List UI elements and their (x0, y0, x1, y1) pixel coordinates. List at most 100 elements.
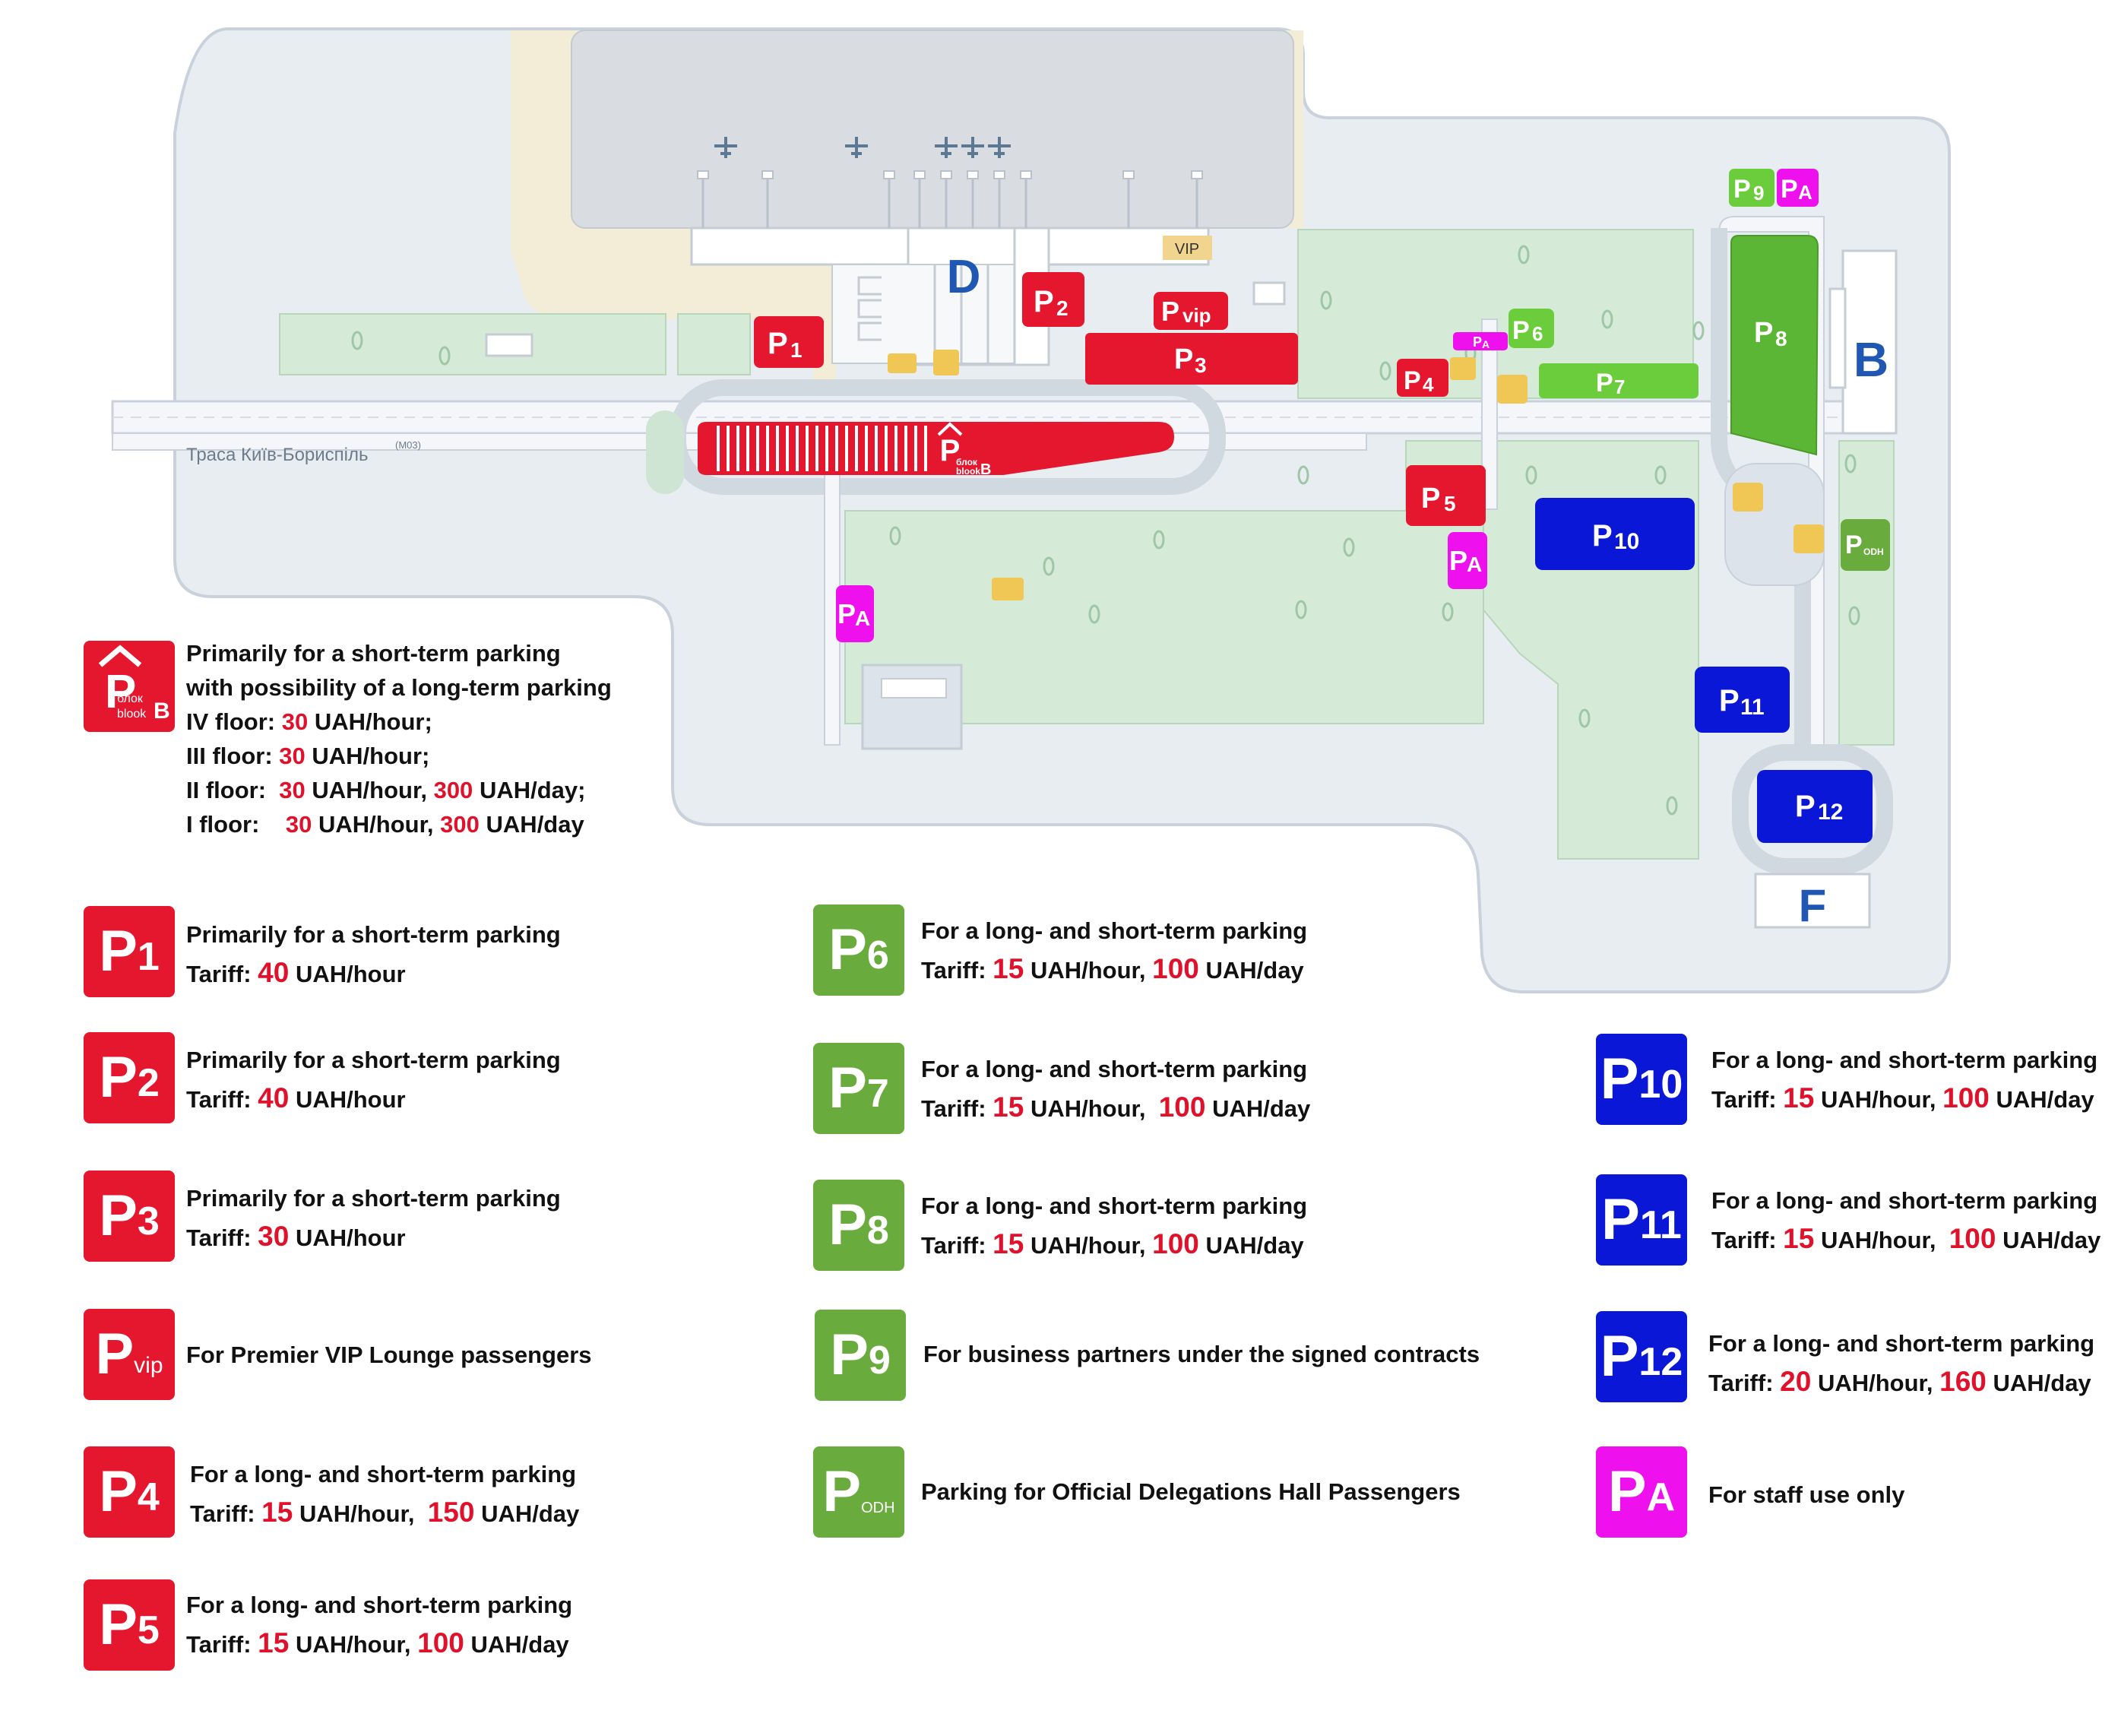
terminal-b-label: B (1854, 332, 1888, 387)
svg-text:P: P (1845, 531, 1863, 559)
shuttle-icon-east (1497, 375, 1528, 404)
svg-text:P: P (1795, 790, 1816, 823)
p12-loop-road (1732, 744, 1893, 875)
map-label-podh-sub: ODH (1863, 546, 1884, 557)
svg-text:P: P (1754, 317, 1773, 349)
legend-p1-text: Primarily for a short-term parking Tarif… (186, 921, 561, 988)
map-label-p7-num: 7 (1614, 375, 1625, 398)
bus-station-icon (888, 353, 917, 373)
svg-text:P: P (1719, 684, 1740, 718)
map-label-p12-num: 12 (1818, 800, 1843, 825)
map-label-pa-top[interactable]: P A (1777, 169, 1819, 207)
block-b-stripes (717, 426, 927, 471)
map-label-p11-num: 11 (1740, 695, 1765, 720)
shuttle-icon-south (1793, 524, 1824, 553)
map-label-p3-num: 3 (1195, 353, 1207, 377)
map-label-p11[interactable]: P 11 (1695, 667, 1790, 733)
legend-pa-text: For staff use only (1708, 1481, 1905, 1508)
map-label-p10[interactable]: P 10 (1535, 498, 1695, 570)
legend-p7-text: For a long- and short-term parking Tarif… (921, 1056, 1311, 1123)
airport-parking-map: D VIP B F (111, 27, 1951, 993)
map-label-p5[interactable]: P 5 (1406, 465, 1486, 526)
hotel-icon (1450, 357, 1476, 380)
svg-text:P: P (1592, 519, 1613, 553)
map-label-p2[interactable]: P 2 (1022, 272, 1084, 327)
legend-pvip-text: For Premier VIP Lounge passengers (186, 1342, 592, 1368)
map-label-pvip[interactable]: P vip (1154, 292, 1228, 330)
legend-p5-text: For a long- and short-term parking Tarif… (186, 1592, 573, 1658)
map-label-p1[interactable]: P 1 (754, 316, 824, 368)
map-label-podh[interactable]: P ODH (1841, 519, 1890, 571)
map-label-pa-left-sub: A (855, 607, 870, 630)
map-label-p1-num: 1 (790, 338, 803, 362)
map-label-p4-num: 4 (1423, 373, 1434, 396)
block-b-line2: with possibility of a long-term parking (186, 674, 612, 701)
shuttle-icon (933, 350, 959, 375)
legend-p4-text: For a long- and short-term parking Tarif… (190, 1461, 580, 1528)
road-label: Траса Київ-Бориспіль (186, 445, 369, 465)
legend-p6-text: For a long- and short-term parking Tarif… (921, 917, 1308, 984)
map-label-p3: P 3 (1174, 344, 1207, 377)
taxi-icon (992, 578, 1024, 600)
p7-lot[interactable] (1539, 363, 1699, 398)
green-zone-left2 (677, 313, 751, 375)
map-label-p9[interactable]: P 9 (1729, 169, 1774, 207)
map-label-pa-small-sub: A (1482, 338, 1490, 350)
block-b-floor1: I floor: 30 UAH/hour, 300 UAH/day (186, 811, 584, 838)
svg-text:P: P (1781, 175, 1798, 204)
map-label-pa-top-sub: A (1798, 181, 1812, 204)
legend-p12-text: For a long- and short-term parking Tarif… (1708, 1330, 2095, 1397)
block-b-description: Primarily for a short-term parking with … (186, 636, 612, 841)
map-label-p6[interactable]: P 6 (1509, 309, 1554, 348)
map-label-pa-small[interactable]: P A (1453, 332, 1508, 350)
terminal-b (1828, 249, 1898, 435)
map-label-p4[interactable]: P 4 (1397, 359, 1448, 397)
svg-text:P: P (1174, 344, 1193, 375)
svg-text:P: P (837, 598, 856, 629)
map-label-p9-num: 9 (1753, 182, 1764, 204)
svg-text:P: P (1161, 296, 1179, 327)
terminal-f-label: F (1799, 880, 1827, 931)
legend-block-b-line2: blook (117, 708, 147, 721)
aircraft-icons (714, 137, 1011, 158)
map-label-p8-num: 8 (1775, 327, 1787, 350)
legend-block-b-line1: блок (117, 692, 143, 705)
p3-lot[interactable] (1085, 333, 1298, 385)
bus-icon (1733, 483, 1763, 512)
block-b-map-line2: blook (956, 466, 980, 477)
block-b-map-badge: P B блок blook (937, 422, 991, 478)
svg-text:P: P (940, 434, 961, 467)
service-icons (888, 350, 1824, 600)
map-label-pvip-sub: vip (1182, 304, 1211, 327)
block-b-map-line1: блок (956, 457, 978, 467)
legend-p11-text: For a long- and short-term parking Tarif… (1711, 1187, 2101, 1254)
svg-text:P: P (768, 327, 788, 360)
map-label-pa-left[interactable]: P A (836, 585, 874, 642)
legend-block-b-badge: P блок blook B (84, 641, 175, 732)
map-label-p12[interactable]: P 12 (1757, 770, 1873, 843)
aircraft-apron (571, 30, 1294, 229)
svg-text:P: P (1733, 175, 1751, 204)
green-zone-south-main (844, 510, 1484, 724)
map-label-p10-num: 10 (1614, 529, 1639, 554)
vip-tag: VIP (1175, 241, 1199, 258)
block-b-floor2: II floor: 30 UAH/hour, 300 UAH/day; (186, 777, 586, 803)
map-label-p8: P 8 (1754, 317, 1787, 350)
legend-p10-text: For a long- and short-term parking Tarif… (1711, 1047, 2098, 1114)
terminal-d (690, 170, 1286, 366)
parking-house-icon: P (98, 645, 142, 718)
terminal-f (1754, 873, 1871, 929)
map-label-pa-mid[interactable]: P A (1448, 532, 1487, 589)
p8-lot[interactable] (1730, 235, 1819, 456)
legend-block-b-letter: B (154, 699, 170, 724)
